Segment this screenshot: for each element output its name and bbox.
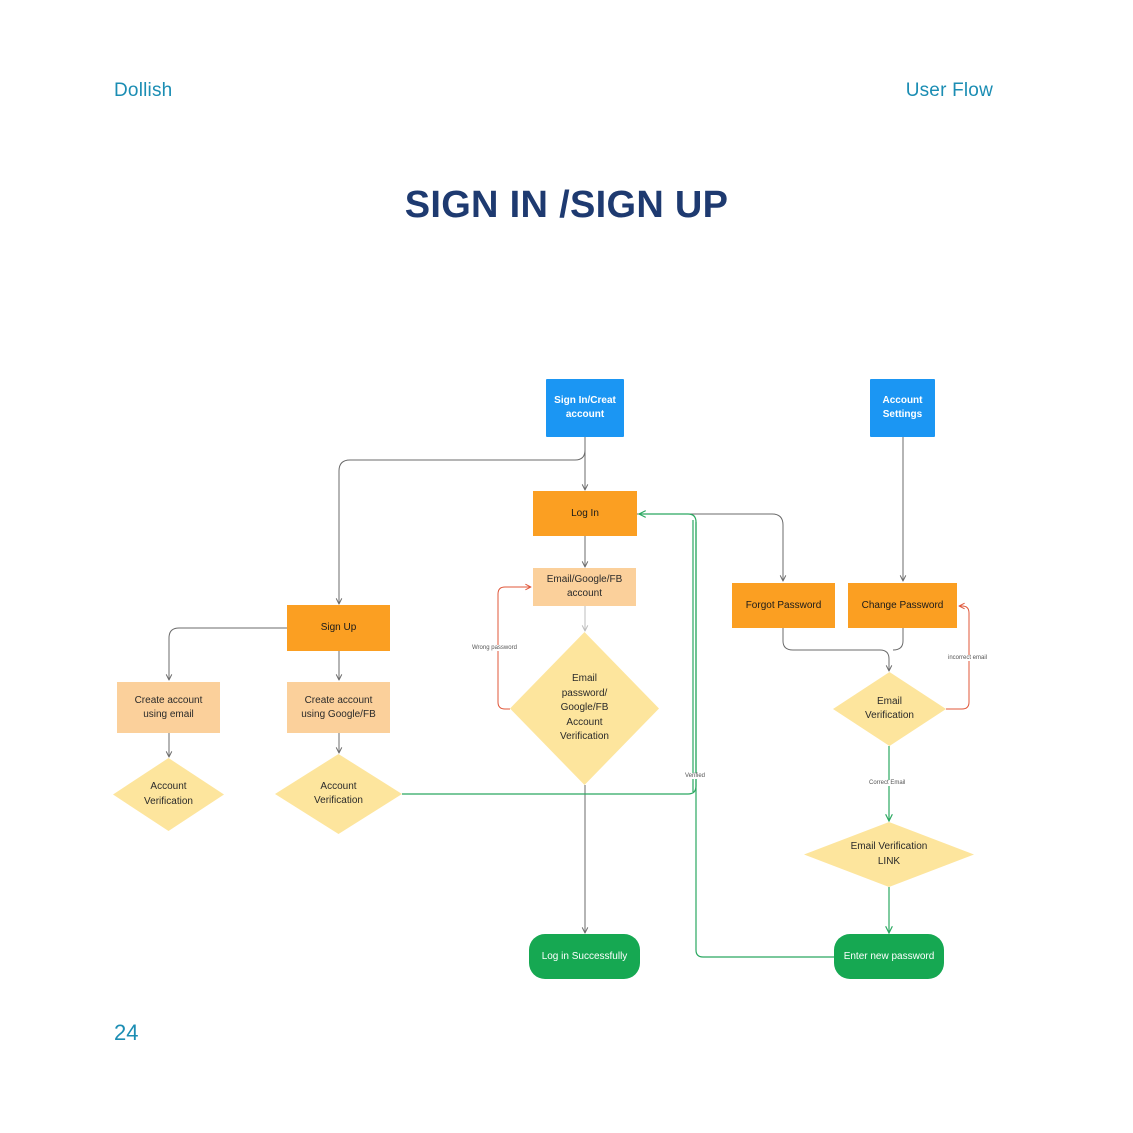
account-settings-label: Account Settings [882,395,923,420]
account-verification-label-1: Account Verification [144,781,193,807]
email-password-verification-diamond: Email password/ Google/FB Account Verifi… [510,632,659,785]
sign-up-node: Sign Up [287,605,390,651]
email-google-fb-node: Email/Google/FB account [533,568,636,606]
create-account-email-label: Create account using email [134,694,203,720]
brand-name: Dollish [114,80,173,101]
log-in-success-node: Log in Successfully [529,934,640,979]
change-password-label: Change Password [861,599,944,611]
enter-new-password-label: Enter new password [843,950,935,962]
change-password-node: Change Password [848,583,957,628]
account-verification-label-2: Account Verification [314,780,363,807]
log-in-label: Log In [571,507,599,519]
verified-edge-label: Verified [684,773,707,779]
account-verification-diamond-1: Account Verification [113,758,224,831]
account-settings-node: Account Settings [870,379,935,437]
edge-signup-to-create-email [169,627,287,680]
section-name: User Flow [905,80,993,101]
page-title: SIGN IN /SIGN UP [404,184,729,226]
email-verification-link-label: Email Verification LINK [850,841,928,867]
log-in-success-label: Log in Successfully [541,950,628,962]
page-number: 24 [114,1020,139,1045]
email-verification-diamond: Email Verification [833,672,946,746]
correct-email-edge-label: Correct Email [868,780,907,786]
sign-up-label: Sign Up [320,622,357,633]
create-account-google-label: Create account using Google/FB [301,694,376,720]
edge-login-to-forgot [637,513,783,581]
email-google-fb-label: Email/Google/FB account [546,574,623,599]
edge-change-to-email-verify [892,628,904,651]
forgot-password-label: Forgot Password [745,599,822,611]
email-password-verification-label: Email password/ Google/FB Account Verifi… [560,673,609,743]
edge-forgot-to-email-verify [782,628,889,671]
incorrect-email-edge-label: incorrect email [947,655,989,661]
log-in-node: Log In [533,491,637,536]
enter-new-password-node: Enter new password [834,934,944,979]
create-account-email-node: Create account using email [117,682,220,733]
forgot-password-node: Forgot Password [732,583,835,628]
sign-in-create-node: Sign In/Creat account [546,379,624,437]
wrong-password-edge-label: Wrong password [471,645,518,651]
email-verification-link-diamond: Email Verification LINK [804,822,974,887]
create-account-google-node: Create account using Google/FB [287,682,390,733]
sign-in-create-label: Sign In/Creat account [554,395,616,420]
account-verification-diamond-2: Account Verification [275,754,402,834]
email-verification-label: Email Verification [865,695,914,722]
